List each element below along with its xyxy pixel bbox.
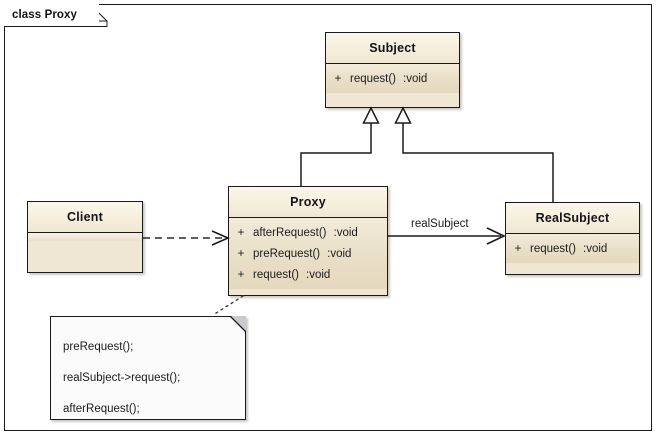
member-visibility: + [514,242,522,255]
member-row: + preRequest() :void [229,243,387,264]
note-line: preRequest(); [63,341,134,353]
member-return-type: :void [306,268,331,281]
association-label-realsubject: realSubject [411,218,469,230]
class-title-realsubject: RealSubject [506,203,639,234]
member-signature: request() [350,72,397,85]
class-members-proxy: + afterRequest() :void + preRequest() :v… [229,218,387,289]
note-fold-edge [230,316,246,332]
member-row: + request() :void [326,68,459,89]
member-row: + request() :void [229,264,387,285]
member-signature: preRequest() [253,247,321,260]
member-row: + request() :void [506,238,639,259]
class-title-subject: Subject [326,33,459,64]
note-text: preRequest(); realSubject->request(); af… [63,339,237,432]
member-return-type: :void [583,242,608,255]
member-return-type: :void [403,72,428,85]
member-visibility: + [334,72,342,85]
class-title-proxy: Proxy [229,187,387,218]
frame-label: class Proxy [4,4,100,26]
note-line: afterRequest(); [63,403,140,415]
member-visibility: + [237,268,245,281]
class-box-subject[interactable]: Subject + request() :void [325,32,460,108]
class-members-realsubject: + request() :void [506,234,639,263]
member-visibility: + [237,226,245,239]
member-return-type: :void [333,226,358,239]
member-row: + afterRequest() :void [229,222,387,243]
class-members-client [28,233,142,241]
note-line: realSubject->request(); [63,372,181,384]
member-signature: afterRequest() [253,226,327,239]
member-signature: request() [530,242,577,255]
member-signature: request() [253,268,300,281]
class-members-subject: + request() :void [326,64,459,93]
class-title-client: Client [28,202,142,233]
member-return-type: :void [327,247,352,260]
note-fold-icon [231,316,246,331]
class-box-client[interactable]: Client [27,201,143,273]
note-box[interactable]: preRequest(); realSubject->request(); af… [50,316,246,420]
class-box-proxy[interactable]: Proxy + afterRequest() :void + preReques… [228,186,388,296]
class-box-realsubject[interactable]: RealSubject + request() :void [505,202,640,275]
member-visibility: + [237,247,245,260]
